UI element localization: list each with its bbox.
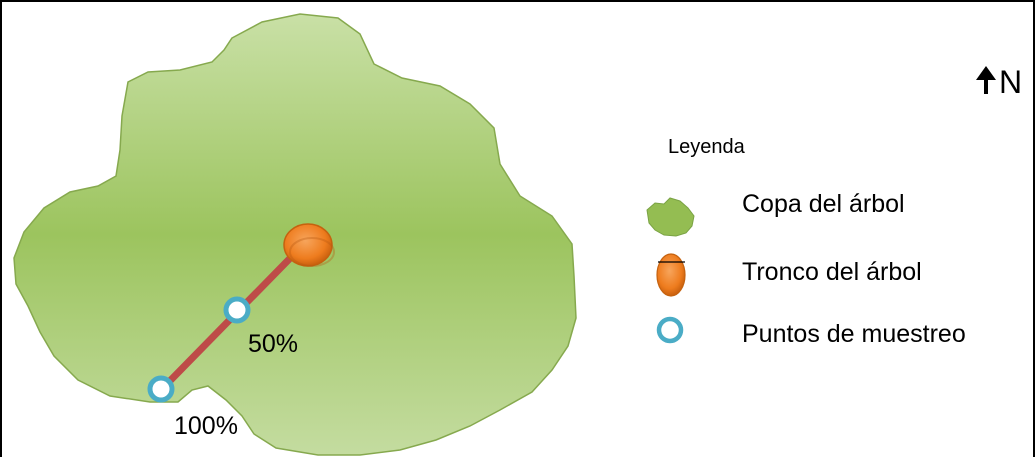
tree-trunk <box>283 223 333 267</box>
sampling-point-50 <box>223 296 251 324</box>
tree-trunk-shadow <box>289 237 335 267</box>
sampling-point-100 <box>147 375 175 403</box>
point-label-50: 50% <box>248 330 299 358</box>
tree-trunk-icon <box>656 253 686 297</box>
north-indicator: N <box>977 60 1035 104</box>
point-label-100: 100% <box>174 412 238 440</box>
north-arrow-icon <box>976 66 996 94</box>
legend-item-canopy: Copa del árbol <box>742 190 905 218</box>
sampling-point-icon <box>656 316 684 344</box>
legend-item-trunk: Tronco del árbol <box>742 258 922 286</box>
legend-item-sampling-points: Puntos de muestreo <box>742 320 966 348</box>
north-label: N <box>999 64 1023 100</box>
legend-title: Leyenda <box>668 136 745 158</box>
tree-canopy-icon <box>646 197 695 237</box>
